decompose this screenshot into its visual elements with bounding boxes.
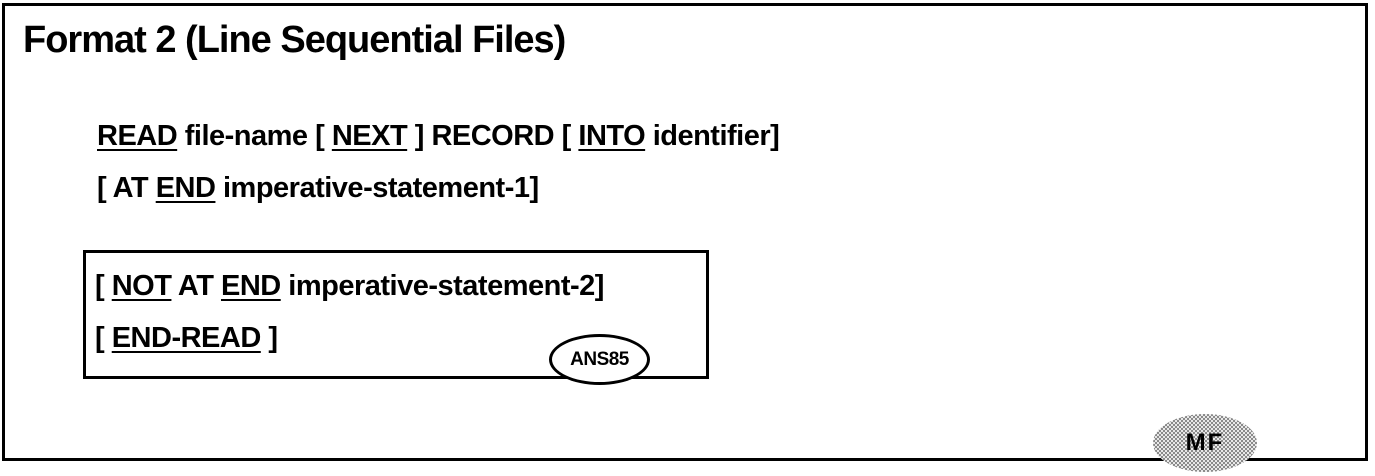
ans85-box [83,250,709,379]
syntax-frame: Format 2 (Line Sequential Files) [2,3,1368,461]
at-end-syntax-line: [ AT END imperative-statement-1] [97,170,539,206]
syntax-text: [ AT [97,172,156,204]
mf-badge: MF [1153,414,1257,472]
syntax-text: imperative-statement-1] [215,172,539,204]
keyword-end-read: END-READ [111,322,262,354]
syntax-text: [ [95,270,112,302]
keyword-read: READ [97,120,178,152]
keyword-not: NOT [111,270,172,302]
syntax-text: ] [260,322,278,354]
syntax-text: [ [95,322,112,354]
keyword-end: END [220,270,281,302]
read-syntax-line: READ file-name [ NEXT ] RECORD [ INTO id… [97,118,780,154]
syntax-text: identifier] [645,120,780,152]
not-at-end-syntax-line: [ NOT AT END imperative-statement-2] [95,268,604,304]
format-title: Format 2 (Line Sequential Files) [23,19,566,61]
syntax-text: ] RECORD [ [407,120,579,152]
syntax-text: imperative-statement-2] [280,270,604,302]
ans85-badge: ANS85 [549,334,650,385]
syntax-text: file-name [ [177,120,332,152]
end-read-syntax-line: [ END-READ ] [95,320,278,356]
keyword-end: END [155,172,216,204]
syntax-text: AT [171,270,221,302]
keyword-next: NEXT [331,120,408,152]
keyword-into: INTO [578,120,646,152]
